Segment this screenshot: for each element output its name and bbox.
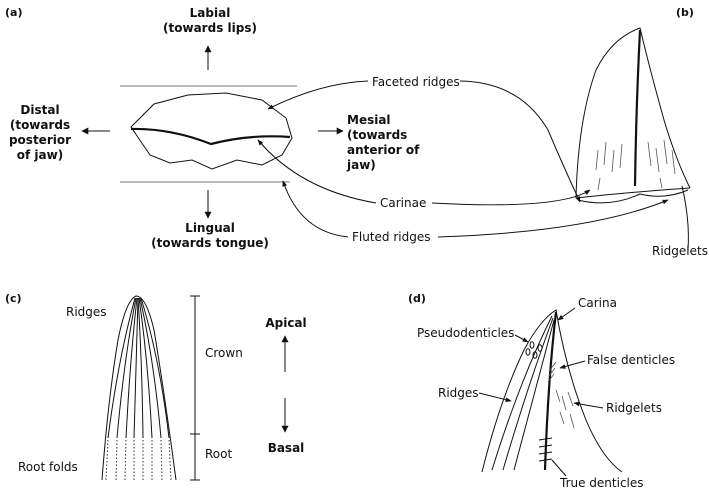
lingual-title: Lingual xyxy=(185,221,235,235)
pseudodenticles-leader xyxy=(514,334,529,343)
labial-subtitle: (towards lips) xyxy=(163,21,257,35)
tooth-c-outline xyxy=(101,295,177,481)
panel-label-a: (a) xyxy=(5,6,22,19)
root-folds-label: Root folds xyxy=(18,460,78,474)
tooth-c-ridges xyxy=(107,297,170,439)
faceted-ridges-leader-b xyxy=(459,80,581,203)
ridgelets-label-b: Ridgelets xyxy=(652,244,708,258)
carinae-leader-b xyxy=(431,189,591,206)
tooth-b-ridgelets xyxy=(595,139,676,191)
apical-label: Apical xyxy=(265,316,306,330)
panel-a-cross-section xyxy=(120,85,297,183)
root-label: Root xyxy=(205,447,232,461)
mesial-line-1: Mesial xyxy=(347,113,391,127)
carina-leader xyxy=(557,307,576,321)
tooth-b-outline xyxy=(575,27,691,199)
panel-d-tooth xyxy=(481,309,623,473)
tooth-b-base-lower xyxy=(577,189,689,204)
mesial-line-2: (towards xyxy=(347,128,407,142)
pseudodenticles-label: Pseudodenticles xyxy=(417,326,514,340)
fluted-ridges-leader-b xyxy=(437,199,669,238)
ridges-label-c: Ridges xyxy=(66,305,107,319)
tooth-d-ridgelets xyxy=(555,389,575,429)
tooth-d-ridges xyxy=(491,315,555,471)
ridgelets-leader-b xyxy=(681,185,689,251)
distal-line-1: Distal xyxy=(20,103,59,117)
panel-c-tooth xyxy=(101,295,200,481)
carina-label: Carina xyxy=(578,296,617,310)
labial-title: Labial xyxy=(190,6,231,20)
crown-label: Crown xyxy=(205,346,243,360)
carinae-line xyxy=(130,127,291,146)
mesial-line-3: anterior of xyxy=(347,143,420,157)
panel-label-b: (b) xyxy=(676,6,694,19)
ridgelets-label-d: Ridgelets xyxy=(606,401,662,415)
carinae-leader-a xyxy=(257,139,377,204)
tooth-c-root-folds xyxy=(105,439,172,481)
ridgelets-leader-d xyxy=(573,401,604,409)
faceted-ridges-leader-a xyxy=(267,80,369,110)
tooth-cross-section-outline xyxy=(130,92,293,170)
false-denticles xyxy=(547,361,557,383)
mesial-line-4: jaw) xyxy=(346,158,376,172)
tooth-d-outline xyxy=(481,309,623,473)
carinae-label: Carinae xyxy=(380,196,426,210)
panel-label-c: (c) xyxy=(5,292,22,305)
tooth-b-carina xyxy=(633,29,642,187)
basal-label: Basal xyxy=(268,441,305,455)
panel-label-d: (d) xyxy=(408,292,426,305)
tooth-b-base-upper xyxy=(575,187,691,199)
true-denticles-leader xyxy=(551,459,567,477)
distal-line-4: of jaw) xyxy=(17,148,63,162)
ridges-label-d: Ridges xyxy=(438,386,479,400)
fluted-ridges-label: Fluted ridges xyxy=(352,230,431,244)
ridges-leader-d xyxy=(478,392,512,403)
true-denticles-label: True denticles xyxy=(559,476,644,490)
distal-line-3: posterior xyxy=(9,133,71,147)
fluted-ridges-leader-a xyxy=(282,180,349,238)
pseudodenticles xyxy=(525,341,543,359)
faceted-ridges-label: Faceted ridges xyxy=(372,75,460,89)
panel-b-tooth xyxy=(575,27,691,204)
lingual-subtitle: (towards tongue) xyxy=(151,236,269,250)
false-denticles-label: False denticles xyxy=(587,353,675,367)
true-denticles xyxy=(538,437,553,462)
distal-line-2: (towards xyxy=(10,118,70,132)
false-denticles-leader xyxy=(559,360,586,369)
tooth-d-carina xyxy=(543,311,558,471)
